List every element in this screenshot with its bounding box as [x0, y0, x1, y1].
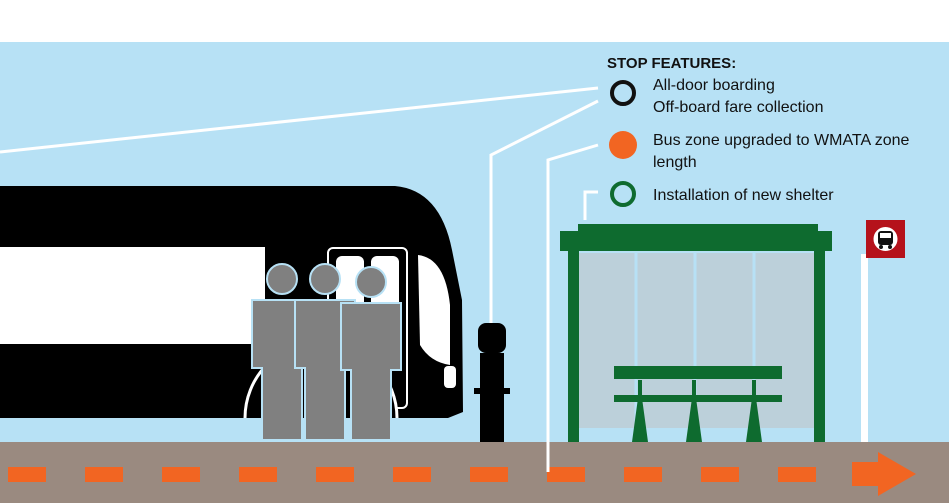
shelter-roof-cap	[578, 224, 818, 233]
legend-item-2-line-2: length	[653, 154, 697, 171]
bus-headlight	[444, 366, 456, 388]
shelter-roof	[560, 231, 832, 251]
bus-shelter	[560, 224, 832, 442]
shelter-post-left	[568, 250, 579, 442]
orange-dot-icon	[609, 131, 637, 159]
legend-item-2-line-1: Bus zone upgraded to WMATA zone	[653, 132, 910, 149]
legend-item-1-line-1: All-door boarding	[653, 77, 775, 94]
lane-dash	[85, 467, 123, 482]
lane-dash	[393, 467, 431, 482]
bus-stop-sign-icon	[874, 227, 898, 251]
lane-dash	[316, 467, 354, 482]
lane-dash	[8, 467, 46, 482]
shelter-post-right	[814, 250, 825, 442]
lane-dash	[778, 467, 816, 482]
bus-window-band	[0, 247, 265, 344]
lane-dash	[701, 467, 739, 482]
legend-item-1-line-2: Off-board fare collection	[653, 99, 823, 116]
lane-dash	[162, 467, 200, 482]
sign-pole	[861, 254, 868, 442]
lane-dash	[624, 467, 662, 482]
lane-dash	[470, 467, 508, 482]
lane-dash	[547, 467, 585, 482]
passengers	[252, 264, 401, 440]
legend-item-3-line-1: Installation of new shelter	[653, 187, 834, 204]
lane-dash	[239, 467, 277, 482]
legend-title: STOP FEATURES:	[607, 55, 736, 72]
